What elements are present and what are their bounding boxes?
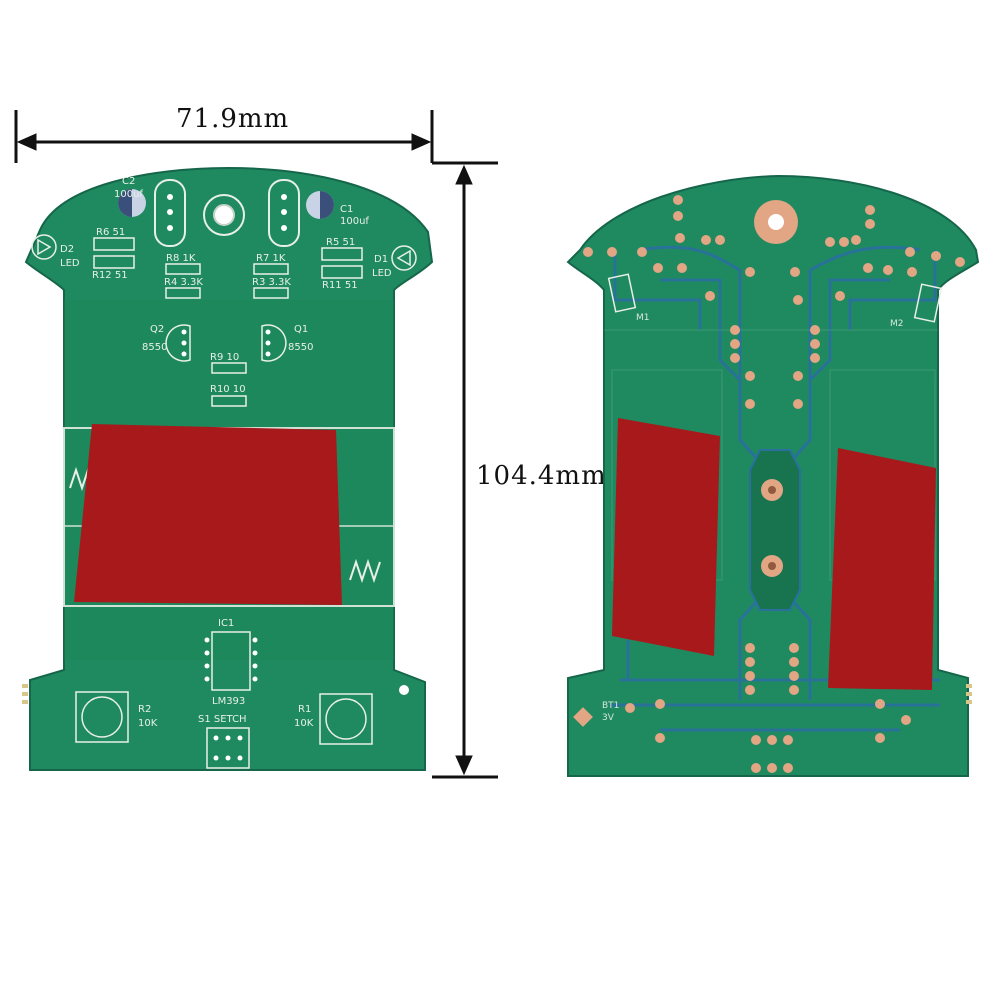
label-q2: Q2 — [150, 324, 164, 335]
label-r12: R12 51 — [92, 270, 128, 281]
back-red-tape-left — [612, 418, 720, 656]
width-dimension-line — [14, 110, 434, 163]
label-r9: R9 10 — [210, 352, 239, 363]
height-dimension-label: 104.4mm — [476, 461, 607, 491]
label-q1: Q1 — [294, 324, 308, 335]
label-m2: M2 — [890, 319, 904, 329]
label-s1: S1 SETCH — [198, 714, 247, 725]
back-silkscreen-labels: M1 M2 BT1 3V — [602, 313, 904, 723]
front-red-tape — [74, 424, 342, 605]
label-r3: R3 3.3K — [252, 277, 291, 288]
label-r6: R6 51 — [96, 227, 125, 238]
front-silkscreen-labels: C2 100uf C1 100uf R6 51 R12 51 R5 51 R11… — [60, 176, 392, 729]
label-r4: R4 3.3K — [164, 277, 203, 288]
label-r2-value: 10K — [138, 718, 158, 729]
label-r1-value: 10K — [294, 718, 314, 729]
label-d2: D2 — [60, 244, 74, 255]
label-q1-value: 8550 — [288, 342, 313, 353]
front-pcb — [22, 166, 434, 771]
label-bt1-value: 3V — [602, 713, 615, 723]
label-q2-value: 8550 — [142, 342, 167, 353]
height-dimension-line — [432, 161, 498, 779]
label-c1-value: 100uf — [340, 216, 369, 227]
back-pcb — [566, 174, 980, 777]
back-red-tape-right — [828, 448, 936, 690]
label-m1: M1 — [636, 313, 650, 323]
label-d1: D1 — [374, 254, 388, 265]
label-r7: R7 1K — [256, 253, 286, 264]
label-c2-value: 100uf — [114, 189, 143, 200]
label-r1: R1 — [298, 704, 311, 715]
label-r11: R11 51 — [322, 280, 358, 291]
label-r2: R2 — [138, 704, 151, 715]
label-c2: C2 — [122, 176, 135, 187]
label-c1: C1 — [340, 204, 353, 215]
label-d1-led: LED — [372, 268, 392, 279]
label-ic1-value: LM393 — [212, 696, 245, 707]
label-d2-led: LED — [60, 258, 80, 269]
width-dimension-label: 71.9mm — [176, 104, 290, 134]
label-r5: R5 51 — [326, 237, 355, 248]
label-r10: R10 10 — [210, 384, 246, 395]
label-bt1: BT1 — [602, 701, 619, 711]
label-r8: R8 1K — [166, 253, 196, 264]
label-ic1: IC1 — [218, 618, 234, 629]
